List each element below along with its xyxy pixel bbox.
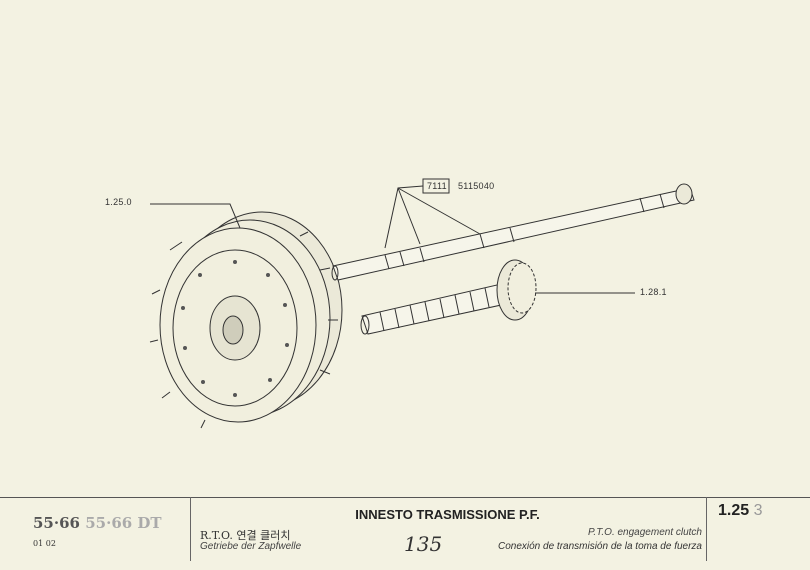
page-number-sub: 3	[753, 502, 763, 519]
page-number: 1.25 3	[718, 502, 763, 520]
divider	[706, 497, 707, 561]
handwritten-number: 135	[404, 532, 443, 556]
shaft-ref-box	[422, 178, 450, 194]
leader-shaft	[384, 185, 481, 249]
model-numbers: 55·66 55·66 DT	[33, 514, 162, 532]
variants: 01 02	[33, 539, 56, 548]
leader-clutch	[150, 203, 241, 229]
page-number-main: 1.25	[718, 502, 750, 519]
exploded-diagram	[149, 178, 695, 429]
shaft-ref-box-label: 7111	[427, 181, 447, 191]
german-title: Getriebe der Zapfwelle	[200, 541, 302, 552]
divider	[190, 497, 191, 561]
model-main: 55·66	[33, 514, 80, 532]
gear-shaft-ref-label: 1.28.1	[640, 287, 667, 297]
english-title: P.T.O. engagement clutch	[588, 527, 702, 538]
gear-shaft	[360, 259, 537, 335]
spanish-title: Conexión de transmisión de la toma de fu…	[497, 541, 702, 552]
korean-title: R.T.O. 연결 클러치	[200, 529, 291, 542]
title-block	[0, 497, 810, 562]
clutch-assembly	[149, 211, 343, 429]
model-dt: 55·66 DT	[85, 514, 162, 532]
pto-shaft	[331, 183, 695, 281]
clutch-ref-label: 1.25.0	[105, 197, 132, 207]
page-title: INNESTO TRASMISSIONE P.F.	[355, 507, 540, 522]
shaft-part-number: 5115040	[458, 181, 495, 191]
